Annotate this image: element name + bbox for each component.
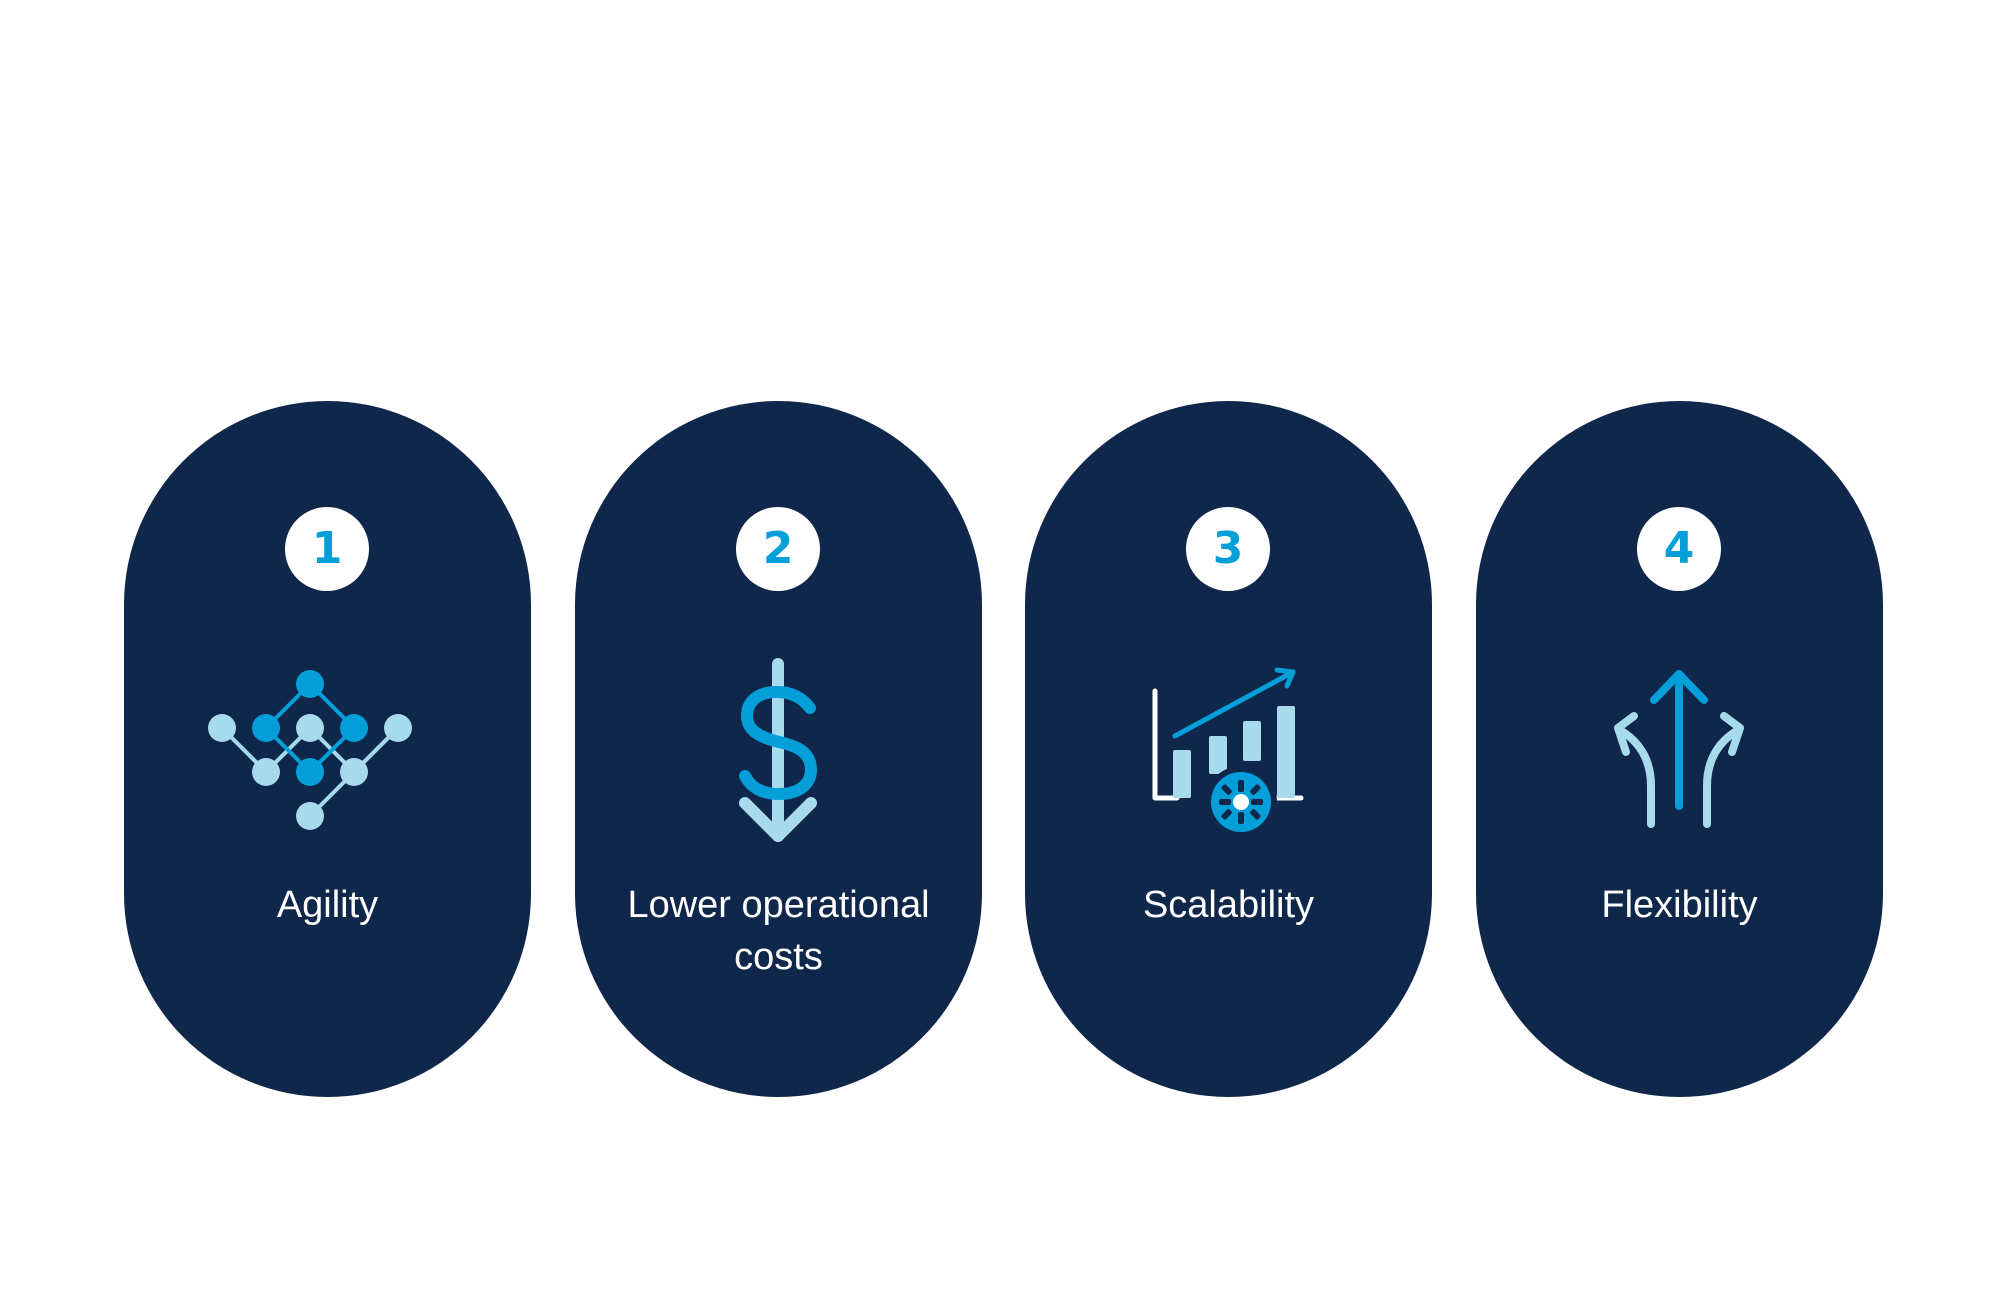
number-badge: 1	[285, 507, 369, 591]
benefit-label: Lower operational costs	[627, 884, 930, 978]
growth-chart-gear-icon	[1103, 656, 1353, 856]
number-badge: 3	[1186, 507, 1270, 591]
dollar-down-arrow-icon	[653, 656, 903, 856]
benefit-label: Scalability	[1142, 884, 1315, 926]
benefit-card-flexibility: 4 Flexibility	[1476, 401, 1883, 1097]
benefit-label: Flexibility	[1601, 884, 1758, 926]
benefit-label: Agility	[276, 884, 379, 926]
benefit-card-scalability: 3	[1025, 401, 1432, 1097]
number-badge: 4	[1637, 507, 1721, 591]
benefit-card-agility: 1	[124, 401, 531, 1097]
network-nodes-icon	[202, 656, 452, 856]
benefit-card-lower-operational-costs: 2 Lower operational costs	[575, 401, 982, 1097]
diverging-arrows-icon	[1554, 656, 1804, 856]
number-badge: 2	[736, 507, 820, 591]
